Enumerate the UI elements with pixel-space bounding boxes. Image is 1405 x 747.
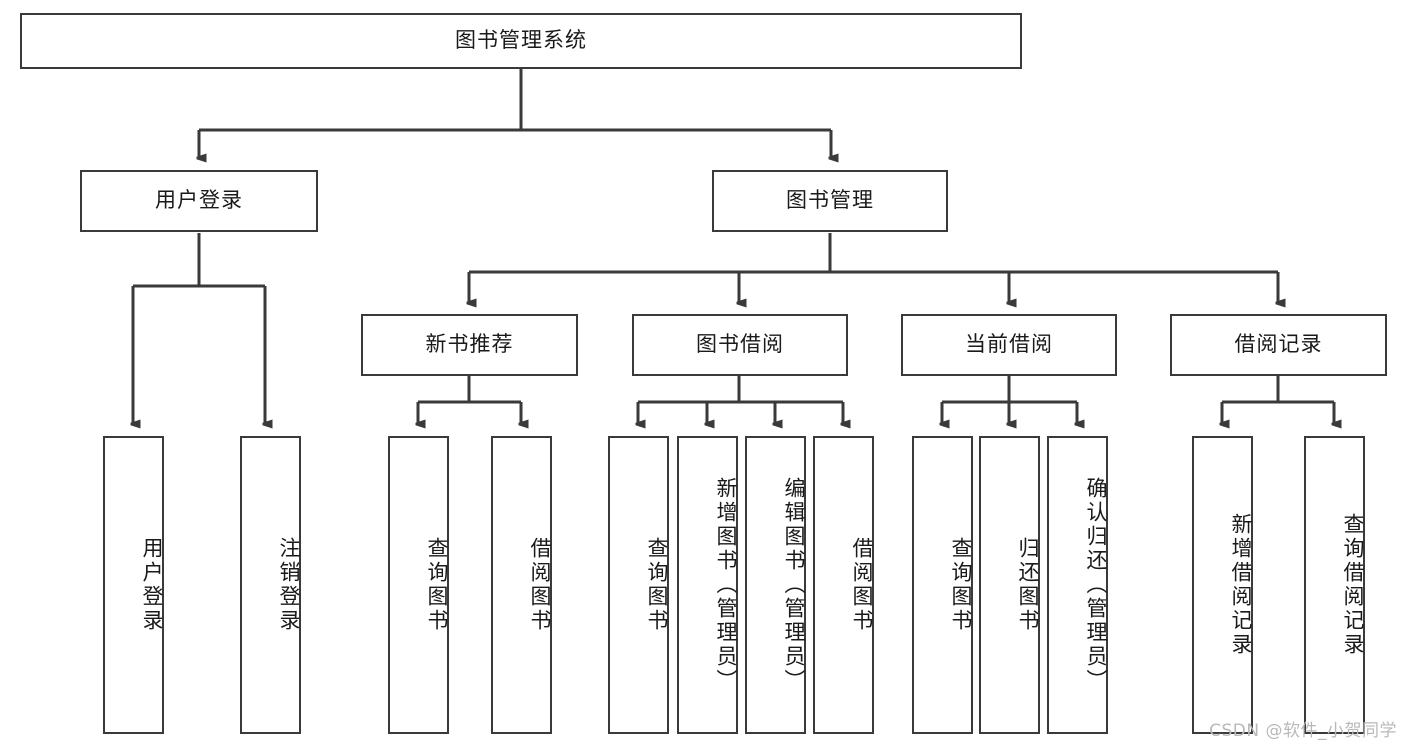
leaf-book-borrow-add-label: 新增图书（管理员） bbox=[714, 477, 738, 693]
leaf-new-book-borrow-label: 借阅图书 bbox=[528, 537, 552, 633]
leaf-current-borrow-confirm-return-label: 确认归还（管理员） bbox=[1084, 477, 1108, 693]
leaf-book-borrow-query-label: 查询图书 bbox=[645, 537, 669, 633]
leaf-book-borrow-borrow[interactable]: 借阅图书 bbox=[813, 436, 874, 734]
node-current-borrow[interactable]: 当前借阅 bbox=[901, 314, 1117, 376]
leaf-book-borrow-query[interactable]: 查询图书 bbox=[608, 436, 669, 734]
leaf-current-borrow-return-label: 归还图书 bbox=[1016, 537, 1040, 633]
leaf-borrow-record-query-label: 查询借阅记录 bbox=[1341, 513, 1365, 657]
leaf-book-borrow-borrow-label: 借阅图书 bbox=[850, 537, 874, 633]
watermark-text: CSDN @软件_小贺同学 bbox=[1209, 721, 1397, 741]
leaf-borrow-record-add-label: 新增借阅记录 bbox=[1229, 513, 1253, 657]
leaf-current-borrow-confirm-return[interactable]: 确认归还（管理员） bbox=[1047, 436, 1108, 734]
node-book-borrow[interactable]: 图书借阅 bbox=[632, 314, 848, 376]
leaf-new-book-query[interactable]: 查询图书 bbox=[388, 436, 449, 734]
leaf-user-login-logout-label: 注销登录 bbox=[277, 537, 301, 633]
node-new-book-recommend[interactable]: 新书推荐 bbox=[361, 314, 578, 376]
leaf-current-borrow-return[interactable]: 归还图书 bbox=[979, 436, 1040, 734]
node-borrow-record[interactable]: 借阅记录 bbox=[1170, 314, 1387, 376]
leaf-borrow-record-add[interactable]: 新增借阅记录 bbox=[1192, 436, 1253, 734]
leaf-user-login-logout[interactable]: 注销登录 bbox=[240, 436, 301, 734]
leaf-user-login-login[interactable]: 用户登录 bbox=[103, 436, 164, 734]
node-book-management[interactable]: 图书管理 bbox=[712, 170, 948, 232]
leaf-book-borrow-add[interactable]: 新增图书（管理员） bbox=[677, 436, 738, 734]
leaf-current-borrow-query-label: 查询图书 bbox=[949, 537, 973, 633]
node-borrow-record-label: 借阅记录 bbox=[1234, 332, 1323, 357]
leaf-current-borrow-query[interactable]: 查询图书 bbox=[912, 436, 973, 734]
node-book-management-label: 图书管理 bbox=[786, 188, 874, 213]
node-current-borrow-label: 当前借阅 bbox=[965, 332, 1053, 357]
leaf-book-borrow-edit[interactable]: 编辑图书（管理员） bbox=[745, 436, 806, 734]
node-book-borrow-label: 图书借阅 bbox=[696, 332, 784, 357]
leaf-book-borrow-edit-label: 编辑图书（管理员） bbox=[782, 477, 806, 693]
node-root-label: 图书管理系统 bbox=[455, 28, 587, 53]
node-user-login-label: 用户登录 bbox=[155, 188, 243, 213]
leaf-borrow-record-query[interactable]: 查询借阅记录 bbox=[1304, 436, 1365, 734]
leaf-user-login-login-label: 用户登录 bbox=[140, 537, 164, 633]
node-new-book-recommend-label: 新书推荐 bbox=[425, 332, 514, 357]
leaf-new-book-borrow[interactable]: 借阅图书 bbox=[491, 436, 552, 734]
node-root-system[interactable]: 图书管理系统 bbox=[20, 13, 1022, 69]
leaf-new-book-query-label: 查询图书 bbox=[425, 537, 449, 633]
node-user-login[interactable]: 用户登录 bbox=[80, 170, 318, 232]
